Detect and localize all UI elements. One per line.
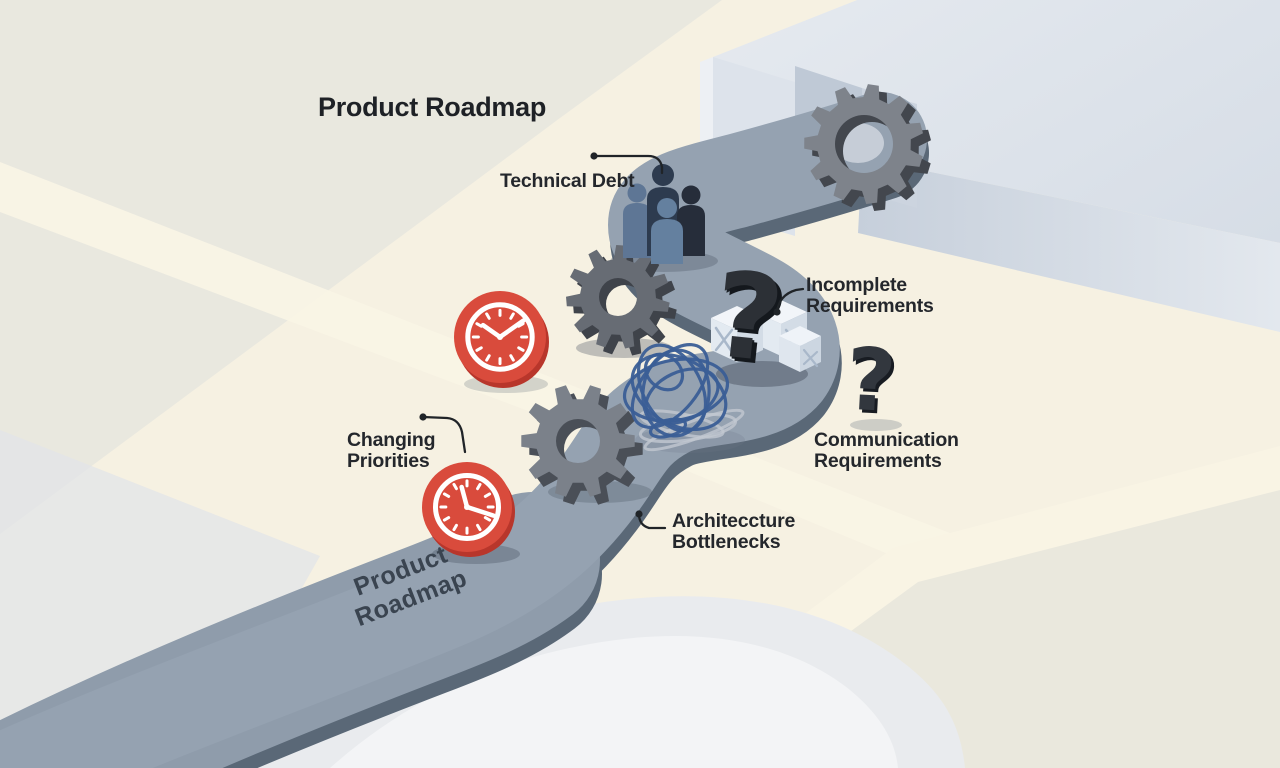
person-icon <box>651 198 683 264</box>
tangle-icon <box>622 343 730 439</box>
label-communication-requirements: Communication Requirements <box>814 429 959 473</box>
clock-icon <box>422 462 515 557</box>
gear-icon <box>521 385 643 505</box>
gear-icon <box>804 84 931 211</box>
question-mark-icon: ? <box>843 329 899 433</box>
question-mark-icon: ? <box>706 244 790 390</box>
clock-icons <box>422 291 549 557</box>
label-technical-debt: Technical Debt <box>500 170 635 192</box>
clock-icon <box>454 291 549 388</box>
page-title: Product Roadmap <box>318 92 547 122</box>
person-icon <box>677 185 705 256</box>
crate-icon <box>779 326 821 372</box>
gear-icons <box>521 84 931 505</box>
label-incomplete-requirements: Incomplete Requirements <box>806 274 934 318</box>
person-icon <box>623 183 651 258</box>
terrace-bands <box>240 596 965 768</box>
label-changing-priorities: Changing Priorities <box>347 429 436 473</box>
gear-icon <box>566 245 677 356</box>
crate-icon <box>711 306 763 362</box>
label-architecture-bottlenecks: Architeccture Bottlenecks <box>672 510 796 554</box>
